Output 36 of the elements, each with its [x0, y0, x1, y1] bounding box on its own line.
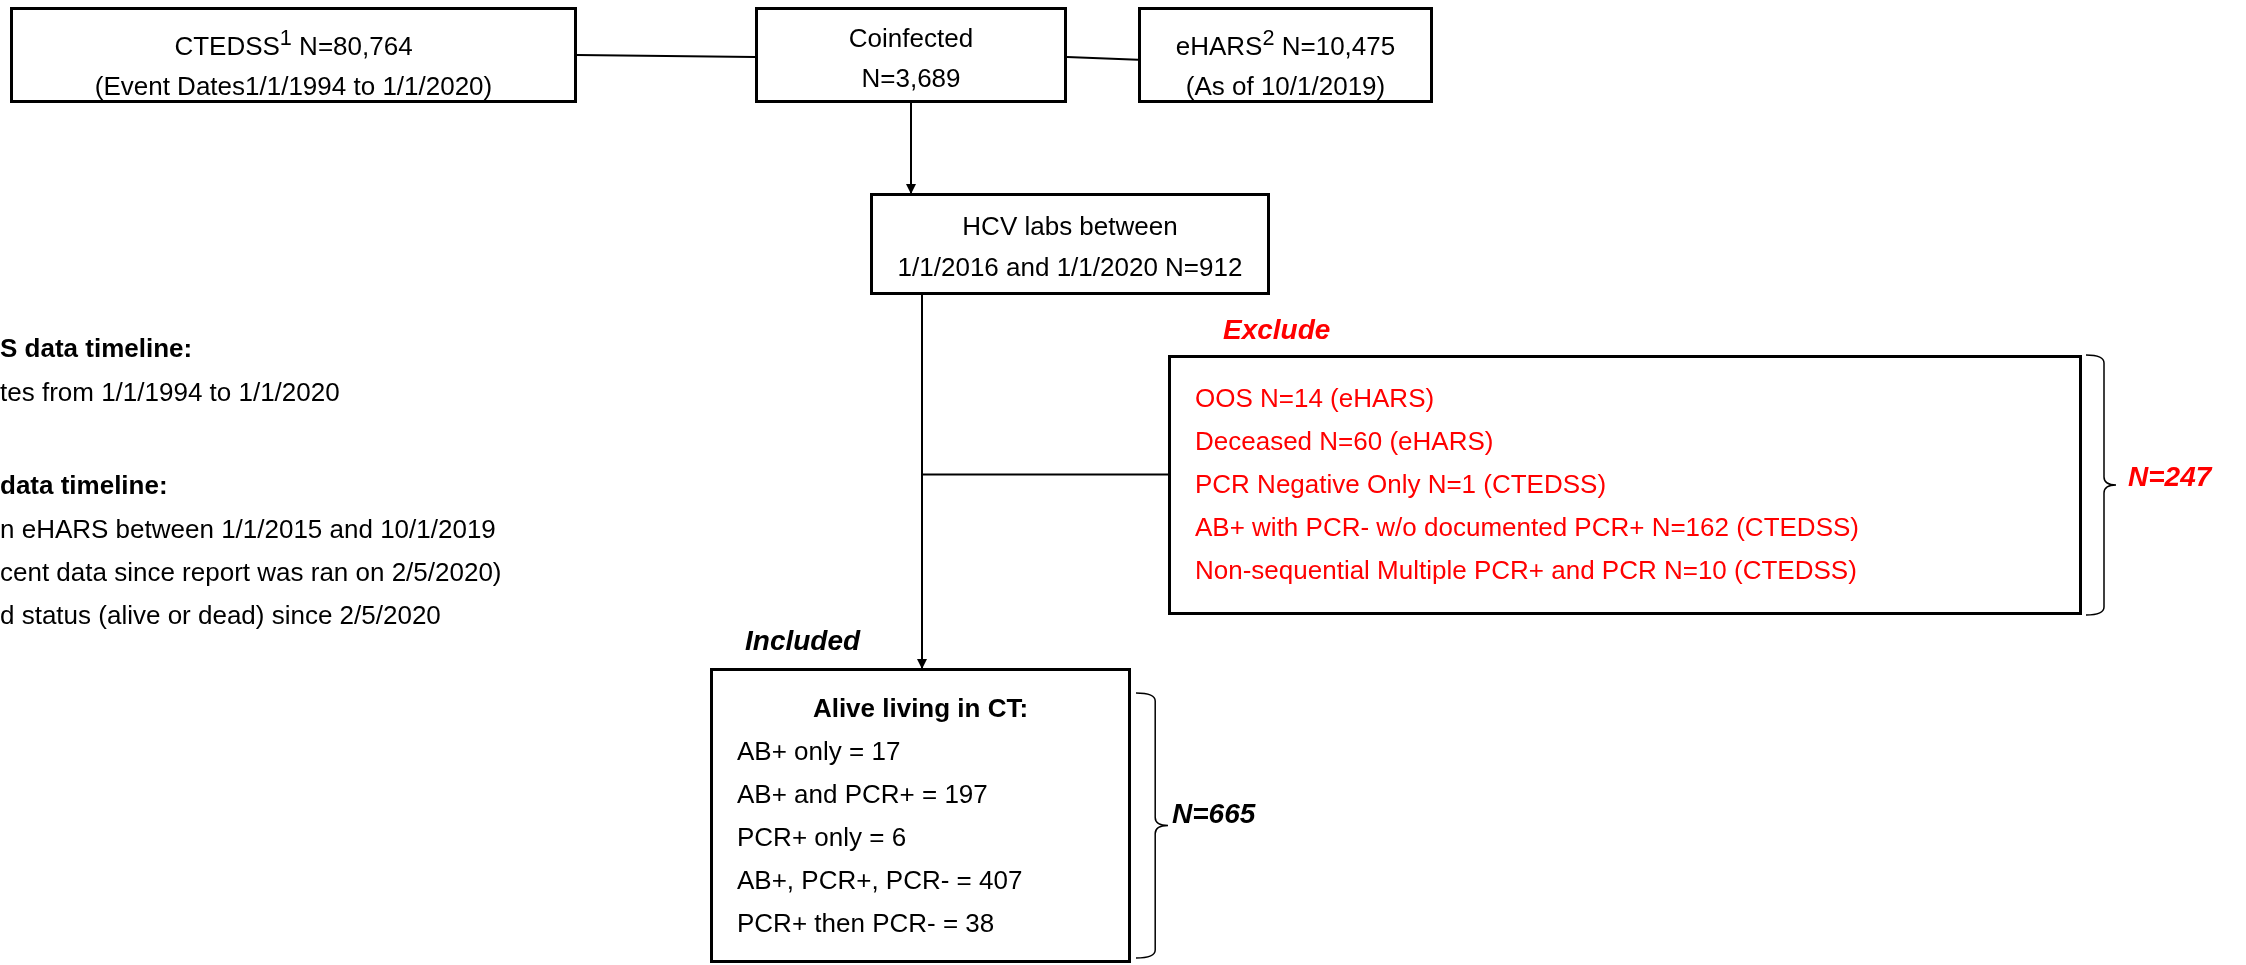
- list-item: Non-sequential Multiple PCR+ and PCR N=10 (CTEDSS): [1195, 554, 1857, 587]
- node-text: (Event Dates1/1/1994 to 1/1/2020): [93, 69, 494, 103]
- list-item: Alive living in CT:: [812, 692, 1030, 725]
- section-heading: Exclude: [1223, 313, 1331, 347]
- list-item: AB+ and PCR+ = 197: [737, 778, 988, 811]
- section-heading: S data timeline:: [0, 333, 193, 364]
- process-box: [1138, 7, 1433, 103]
- node-text: 1/1/2016 and 1/1/2020 N=912: [896, 251, 1244, 284]
- process-box: [10, 7, 577, 103]
- section-heading: data timeline:: [0, 470, 168, 501]
- process-box: [755, 7, 1067, 103]
- list-item: PCR Negative Only N=1 (CTEDSS): [1195, 468, 1607, 501]
- total-count: N=247: [2128, 461, 2212, 493]
- connector-line: [576, 54, 756, 58]
- note-text: n eHARS between 1/1/2015 and 10/1/2019: [0, 514, 496, 545]
- node-text: eHARS$^{2}$ N=10,475: [1174, 24, 1397, 63]
- arrow: [906, 102, 916, 194]
- list-item: AB+ only = 17: [737, 735, 901, 768]
- list-item: PCR+ then PCR- = 38: [737, 907, 995, 940]
- list-item: AB+, PCR+, PCR- = 407: [737, 864, 1023, 897]
- note-text: d status (alive or dead) since 2/5/2020: [0, 600, 441, 631]
- note-text: cent data since report was ran on 2/5/2020): [0, 557, 502, 588]
- list-item: OOS N=14 (eHARS): [1195, 382, 1435, 415]
- list-item: Deceased N=60 (eHARS): [1195, 425, 1494, 458]
- node-text: HCV labs between: [961, 210, 1179, 243]
- note-text: tes from 1/1/1994 to 1/1/2020: [0, 377, 340, 408]
- section-heading: Included: [745, 624, 861, 658]
- node-text: N=3,689: [860, 62, 962, 95]
- connector-line: [1066, 55, 1139, 61]
- node-text: (As of 10/1/2019): [1184, 69, 1387, 103]
- total-count: N=665: [1172, 798, 1256, 830]
- list-item: AB+ with PCR- w/o documented PCR+ N=162 (CTEDSS): [1195, 511, 1859, 544]
- node-text: Coinfected: [847, 22, 975, 55]
- list-item: PCR+ only = 6: [737, 821, 907, 854]
- node-text: CTEDSS$^{1}$ N=80,764: [173, 24, 414, 63]
- process-box: [870, 193, 1270, 295]
